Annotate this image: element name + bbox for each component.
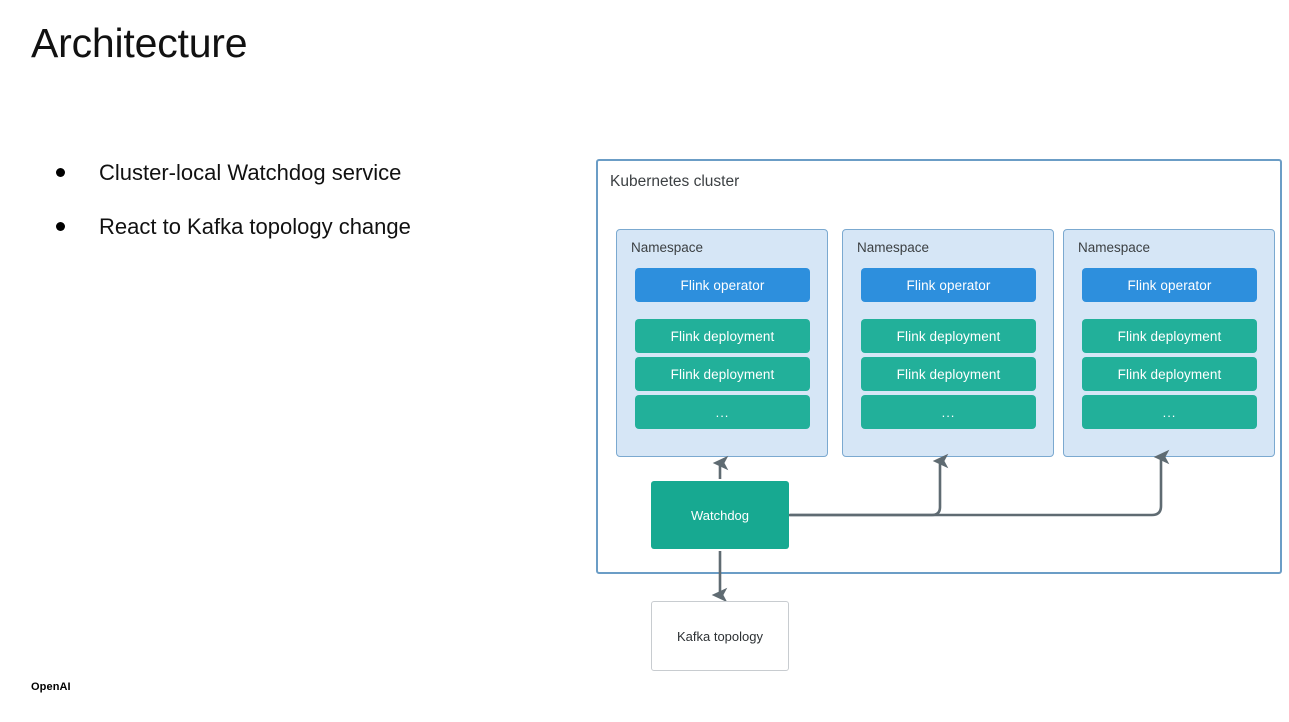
flink-operator-node: Flink operator: [1082, 268, 1257, 302]
namespace-contents: Flink operator Flink deployment Flink de…: [861, 268, 1036, 429]
list-item: React to Kafka topology change: [56, 211, 526, 245]
kubernetes-cluster-label: Kubernetes cluster: [610, 173, 740, 190]
flink-deployment-ellipsis-node: ...: [1082, 395, 1257, 429]
flink-deployment-node: Flink deployment: [635, 357, 810, 391]
namespace-contents: Flink operator Flink deployment Flink de…: [1082, 268, 1257, 429]
namespace-label: Namespace: [631, 240, 704, 255]
bullet-dot-icon: [56, 222, 65, 231]
architecture-diagram: Kubernetes cluster Namespace Flink opera…: [596, 159, 1286, 679]
bullet-list: Cluster-local Watchdog service React to …: [56, 157, 526, 265]
flink-deployment-node: Flink deployment: [861, 357, 1036, 391]
namespace-label: Namespace: [1078, 240, 1151, 255]
namespace-box-3: Namespace Flink operator Flink deploymen…: [1063, 229, 1275, 457]
flink-operator-node: Flink operator: [861, 268, 1036, 302]
flink-deployment-node: Flink deployment: [1082, 319, 1257, 353]
flink-deployment-node: Flink deployment: [861, 319, 1036, 353]
page-title: Architecture: [31, 20, 248, 66]
openai-logo: OpenAI: [31, 681, 71, 693]
flink-deployment-node: Flink deployment: [635, 319, 810, 353]
flink-deployment-ellipsis-node: ...: [861, 395, 1036, 429]
flink-deployment-node: Flink deployment: [1082, 357, 1257, 391]
namespace-label: Namespace: [857, 240, 930, 255]
bullet-text: React to Kafka topology change: [99, 214, 411, 239]
namespace-box-2: Namespace Flink operator Flink deploymen…: [842, 229, 1054, 457]
namespace-contents: Flink operator Flink deployment Flink de…: [635, 268, 810, 429]
watchdog-box: Watchdog: [651, 481, 789, 549]
list-item: Cluster-local Watchdog service: [56, 157, 526, 191]
flink-deployment-ellipsis-node: ...: [635, 395, 810, 429]
bullet-dot-icon: [56, 168, 65, 177]
namespace-box-1: Namespace Flink operator Flink deploymen…: [616, 229, 828, 457]
bullet-text: Cluster-local Watchdog service: [99, 160, 402, 185]
flink-operator-node: Flink operator: [635, 268, 810, 302]
kafka-topology-box: Kafka topology: [651, 601, 789, 671]
